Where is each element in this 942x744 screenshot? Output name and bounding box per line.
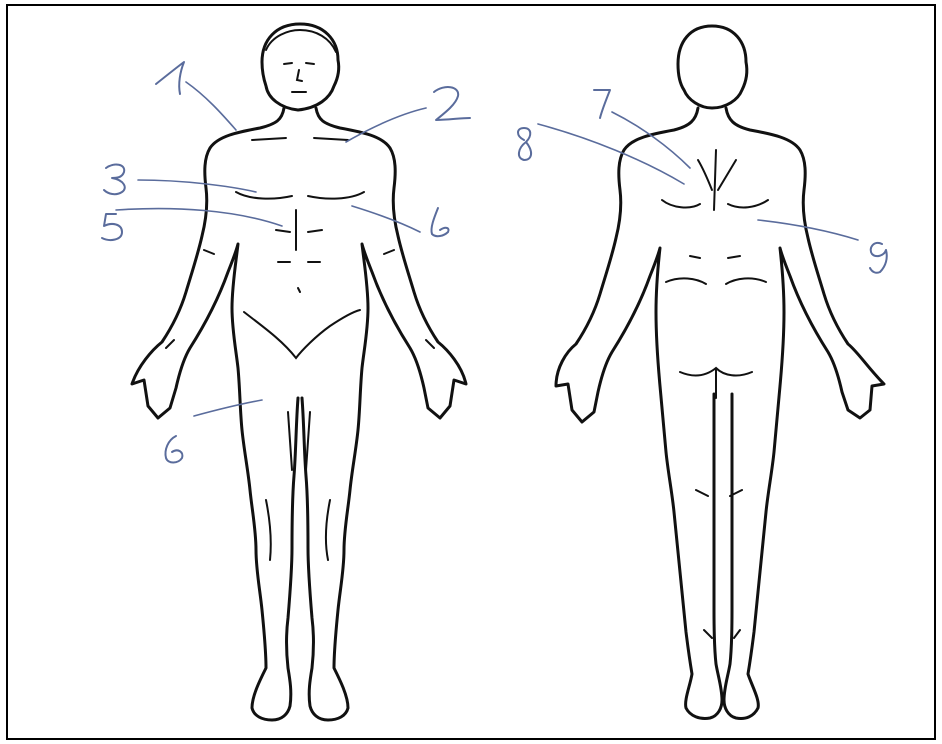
front-torso-right — [302, 108, 466, 720]
front-torso-left — [132, 108, 298, 720]
front-pelvis — [244, 310, 360, 358]
front-clavicles — [252, 138, 348, 140]
front-pecs — [236, 192, 364, 199]
back-buttocks — [680, 368, 752, 398]
label-6 — [165, 436, 182, 463]
pointer-2 — [346, 108, 426, 142]
back-knees — [696, 490, 742, 638]
back-torso-left — [556, 108, 722, 719]
pointer-4 — [352, 206, 420, 232]
front-figure — [132, 24, 466, 720]
back-torso-right — [724, 108, 884, 719]
label-3 — [104, 165, 125, 195]
label-5 — [102, 214, 122, 240]
front-arm-lines — [166, 250, 434, 348]
front-abs — [276, 210, 322, 292]
label-9 — [870, 243, 887, 273]
pointer-1 — [186, 82, 236, 130]
front-head — [262, 24, 339, 110]
back-figure — [556, 26, 884, 719]
annotation-pointers — [116, 82, 858, 416]
label-1 — [156, 62, 184, 94]
front-eyes — [284, 63, 314, 64]
pointer-6 — [194, 400, 262, 416]
pointer-5 — [116, 209, 282, 226]
pointer-7 — [612, 112, 690, 168]
label-2 — [434, 87, 470, 120]
label-7 — [594, 90, 610, 118]
front-nose — [297, 70, 302, 81]
front-knees — [266, 412, 330, 560]
pointer-3 — [138, 180, 256, 192]
annotation-numbers — [102, 62, 887, 463]
back-lower — [666, 256, 766, 284]
label-4 — [431, 208, 448, 236]
label-8 — [518, 128, 531, 160]
back-head — [678, 26, 747, 108]
back-spine — [698, 150, 736, 210]
